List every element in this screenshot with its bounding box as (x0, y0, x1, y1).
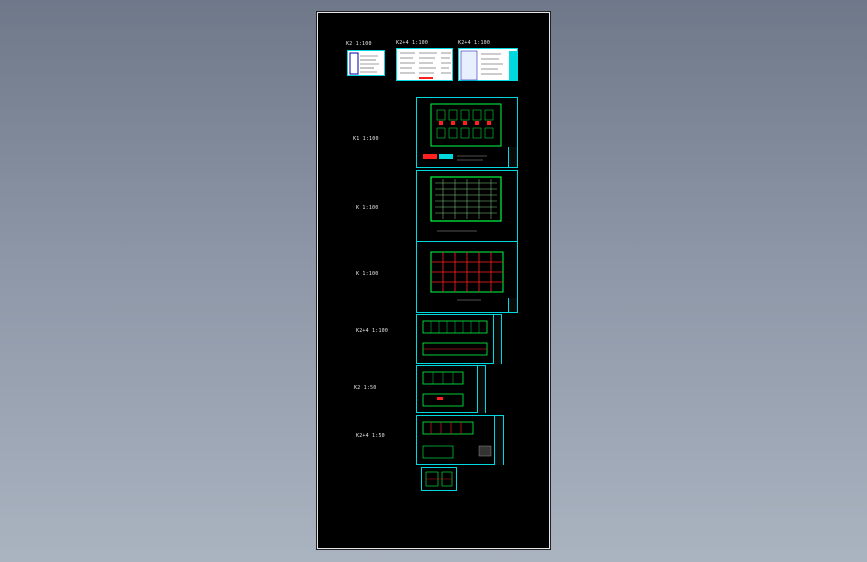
plan-sheet-3[interactable] (416, 241, 518, 313)
detail-1-content (422, 421, 492, 459)
detail-sheet-1[interactable] (416, 415, 504, 465)
detail-1-label: K2+4 1:50 (356, 433, 385, 439)
legend-3-content (460, 50, 517, 81)
elev-sheet-1[interactable] (416, 314, 502, 364)
legend-2-content (400, 52, 451, 79)
elev-2-content (422, 371, 464, 407)
legend-sheet-3[interactable] (458, 48, 518, 81)
legend-3-label: K2+4 1:100 (458, 40, 491, 46)
elev-2-label: K2 1:50 (354, 385, 377, 391)
drawing-canvas[interactable]: K2 1:100 K2+4 1:100 K2+4 1:100 (316, 11, 551, 550)
plan-sheet-1[interactable] (416, 97, 518, 168)
small-detail-content (425, 471, 453, 487)
plan-2-content (430, 176, 502, 232)
plan-3-label: K 1:100 (356, 271, 379, 277)
plan-1-title-block (508, 147, 517, 167)
legend-sheet-2[interactable] (396, 48, 453, 81)
small-detail-sheet[interactable] (421, 467, 457, 491)
elev-1-title-block (493, 315, 501, 364)
elev-1-content (422, 320, 488, 356)
detail-1-title-block (494, 416, 503, 465)
elev-2-title-block (477, 366, 485, 413)
legend-sheet-1[interactable] (347, 50, 385, 76)
plan-2-label: K 1:100 (356, 205, 379, 211)
legend-1-content (349, 52, 379, 75)
legend-1-label: K2 1:100 (346, 41, 372, 47)
elev-1-label: K2+4 1:100 (356, 328, 389, 334)
plan-3-content (430, 251, 504, 301)
plan-1-content (423, 103, 502, 161)
plan-3-title-block (508, 298, 517, 312)
plan-1-label: K1 1:100 (353, 136, 379, 142)
legend-2-label: K2+4 1:100 (396, 40, 429, 46)
elev-sheet-2[interactable] (416, 365, 486, 413)
plan-sheet-2[interactable] (416, 170, 518, 242)
